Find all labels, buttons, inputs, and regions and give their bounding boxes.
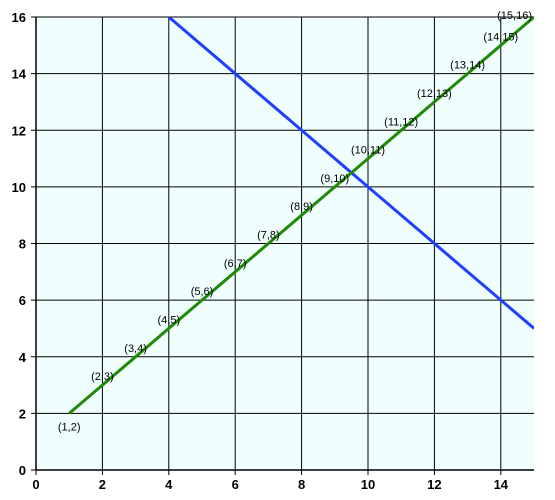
y-tick-label: 14 xyxy=(12,67,27,82)
point-label: (5,6) xyxy=(191,286,214,298)
point-label: (7,8) xyxy=(257,230,280,242)
point-label: (11,12) xyxy=(384,116,418,128)
y-tick-label: 0 xyxy=(19,463,26,478)
x-tick-label: 8 xyxy=(298,477,305,492)
point-label: (14,15) xyxy=(483,31,518,43)
y-tick-label: 16 xyxy=(12,10,26,25)
x-tick-label: 12 xyxy=(427,477,441,492)
y-tick-label: 8 xyxy=(19,237,26,252)
point-label: (1,2) xyxy=(58,421,81,433)
point-label: (4,5) xyxy=(157,314,180,326)
point-label: (2,3) xyxy=(91,371,114,383)
x-tick-label: 0 xyxy=(32,477,39,492)
x-tick-label: 6 xyxy=(232,477,239,492)
point-label: (15,16) xyxy=(497,10,532,22)
point-label: (9,10) xyxy=(320,173,349,185)
y-tick-label: 4 xyxy=(19,350,27,365)
x-tick-labels: 0 2 4 6 8 10 12 14 xyxy=(32,477,508,492)
x-tick-label: 10 xyxy=(361,477,375,492)
point-label: (12,13) xyxy=(417,88,452,100)
point-labels: (1,2) (2,3) (3,4) (4,5) (5,6) (6,7) (7,8) (8,9)… xyxy=(58,10,532,433)
point-label: (3,4) xyxy=(124,343,147,355)
y-tick-label: 10 xyxy=(12,180,26,195)
point-label: (6,7) xyxy=(224,258,247,270)
series-lines xyxy=(68,17,534,415)
y-tick-label: 2 xyxy=(19,406,26,421)
point-label: (10,11) xyxy=(351,145,385,157)
y-tick-label: 12 xyxy=(12,123,26,138)
point-label: (13,14) xyxy=(450,60,485,72)
axes xyxy=(31,16,534,475)
x-tick-label: 14 xyxy=(494,477,509,492)
grid-lines xyxy=(36,16,534,470)
series-line-1 xyxy=(68,17,534,415)
y-tick-label: 6 xyxy=(19,293,26,308)
x-tick-label: 4 xyxy=(165,477,173,492)
point-label: (8,9) xyxy=(290,201,313,213)
y-tick-labels: 0 2 4 6 8 10 12 14 16 xyxy=(12,10,27,478)
x-tick-label: 2 xyxy=(99,477,106,492)
